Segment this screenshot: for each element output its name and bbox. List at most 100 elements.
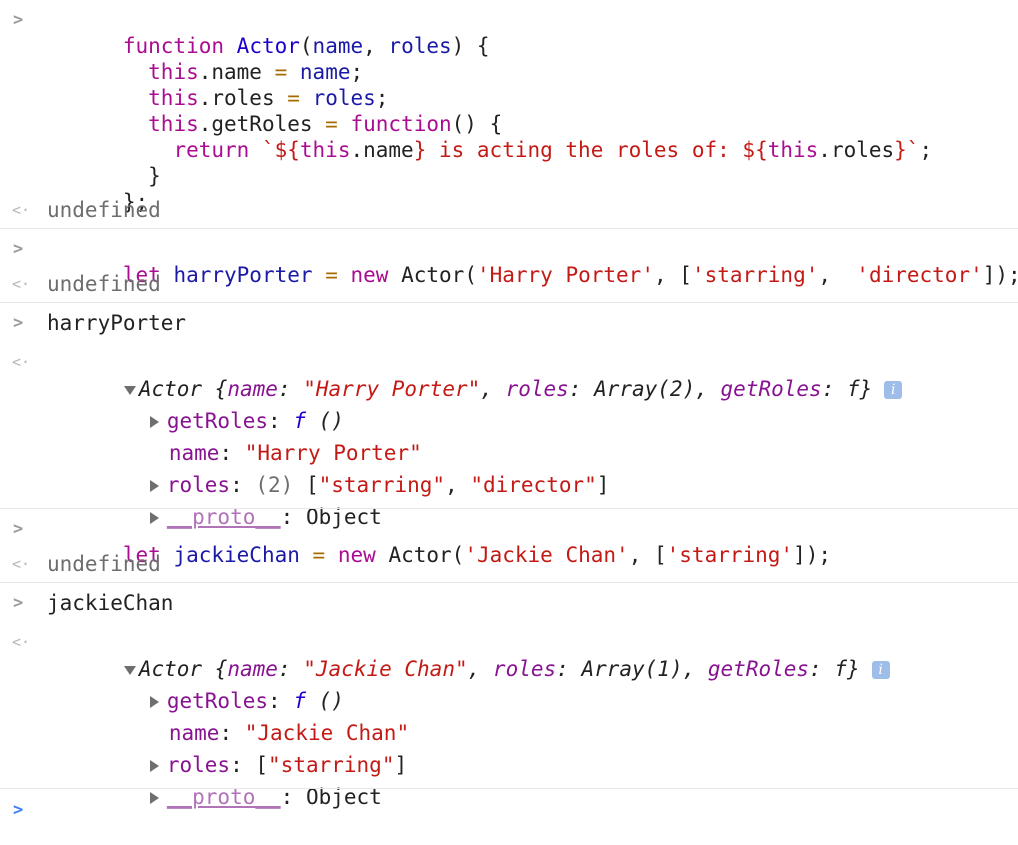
object-property-row[interactable]: __proto__: Object bbox=[74, 758, 382, 809]
code-line[interactable]: return `${this.name} is acting the roles… bbox=[47, 111, 932, 162]
expand-triangle-down-icon[interactable] bbox=[123, 385, 136, 395]
result-value[interactable]: undefined bbox=[47, 552, 161, 576]
code-line[interactable]: this.getRoles = function() { bbox=[47, 85, 502, 136]
keyword-new: new bbox=[337, 543, 376, 567]
console-input[interactable] bbox=[47, 797, 997, 823]
close-brace-semicolon: }; bbox=[122, 190, 149, 214]
info-icon[interactable]: i bbox=[871, 661, 890, 679]
prompt-chevron-icon: > bbox=[13, 239, 24, 259]
code-line[interactable]: function Actor(name, roles) { bbox=[47, 7, 490, 58]
semicolon: ; bbox=[375, 86, 389, 110]
code-line[interactable]: }; bbox=[47, 163, 148, 214]
object-property-row[interactable]: roles: (2) ["starring", "director"] bbox=[74, 446, 609, 497]
object-summary-row[interactable]: Actor {name: "Harry Porter", roles: Arra… bbox=[48, 350, 903, 401]
prompt-chevron-icon: > bbox=[13, 593, 24, 613]
property-key: name bbox=[168, 721, 220, 745]
expand-triangle-right-icon[interactable] bbox=[149, 512, 159, 524]
object-property-row[interactable]: getRoles: f () bbox=[74, 382, 344, 433]
semicolon: ; bbox=[919, 138, 933, 162]
template-close: }` bbox=[894, 138, 920, 162]
console-result-entry: <· undefined bbox=[0, 268, 1018, 302]
expand-triangle-right-icon[interactable] bbox=[149, 792, 159, 804]
operator: = bbox=[274, 60, 288, 84]
variable-name: jackieChan bbox=[173, 543, 300, 567]
array-item: "director" bbox=[470, 473, 597, 497]
operator: = bbox=[325, 112, 338, 136]
array-length: (2) bbox=[255, 473, 294, 497]
summary-key: roles bbox=[505, 377, 569, 401]
object-property-row[interactable]: getRoles: f () bbox=[74, 662, 344, 713]
result-value[interactable]: undefined bbox=[47, 198, 161, 222]
operator: = bbox=[312, 543, 326, 567]
code-line[interactable]: this.name = name; bbox=[47, 33, 363, 84]
prompt-chevron-icon: > bbox=[13, 10, 24, 30]
function-signature: () bbox=[305, 409, 344, 433]
template-open: `${ bbox=[261, 138, 300, 162]
function-signature: () bbox=[305, 689, 344, 713]
object-property-row[interactable]: __proto__: Object bbox=[74, 478, 382, 529]
variable-name: harryPorter bbox=[173, 263, 313, 287]
console-result-entry: <· undefined bbox=[0, 548, 1018, 582]
summary-key: name bbox=[227, 657, 278, 681]
template-expr-open: ${ bbox=[742, 138, 768, 162]
param-name: name bbox=[312, 34, 364, 58]
code-line[interactable]: jackieChan bbox=[47, 591, 174, 615]
code-line[interactable]: this.roles = roles; bbox=[47, 59, 388, 110]
result-value[interactable]: undefined bbox=[47, 272, 161, 296]
object-summary-row[interactable]: Actor {name: "Jackie Chan", roles: Array… bbox=[48, 630, 890, 681]
expand-triangle-right-icon[interactable] bbox=[149, 416, 159, 428]
expand-triangle-down-icon[interactable] bbox=[123, 665, 136, 675]
code-line[interactable]: let harryPorter = new Actor('Harry Porte… bbox=[47, 236, 1018, 287]
info-icon[interactable]: i bbox=[884, 381, 903, 399]
colon: : bbox=[277, 657, 304, 681]
return-arrow-icon: <· bbox=[12, 633, 31, 651]
brace-close: } bbox=[847, 657, 860, 681]
prompt-chevron-icon: > bbox=[13, 800, 24, 820]
summary-value: Array(2) bbox=[594, 377, 696, 401]
colon: : bbox=[568, 377, 595, 401]
code-line[interactable]: } bbox=[47, 137, 161, 188]
summary-key: getRoles bbox=[720, 377, 822, 401]
member: .name bbox=[198, 60, 275, 84]
comma: , bbox=[467, 657, 493, 681]
comma: , bbox=[682, 657, 708, 681]
proto-value: Object bbox=[305, 785, 382, 809]
prompt-chevron-icon: > bbox=[13, 313, 24, 333]
paren: ( bbox=[299, 34, 313, 58]
property-key: roles bbox=[166, 753, 231, 777]
colon: : bbox=[821, 377, 847, 401]
console-input-entry: > let harryPorter = new Actor('Harry Por… bbox=[0, 228, 1018, 287]
console-active-prompt[interactable]: > bbox=[0, 788, 1018, 845]
comma-bracket: , [ bbox=[628, 543, 667, 567]
member: .roles bbox=[818, 138, 895, 162]
code-line[interactable]: harryPorter bbox=[47, 311, 187, 335]
object-property-row[interactable]: name: "Harry Porter" bbox=[168, 441, 422, 465]
keyword-this: this bbox=[299, 138, 351, 162]
object-property-row[interactable]: roles: ["starring"] bbox=[74, 726, 407, 777]
expand-triangle-right-icon[interactable] bbox=[149, 760, 159, 772]
keyword-this: this bbox=[767, 138, 819, 162]
object-property-row[interactable]: name: "Jackie Chan" bbox=[168, 721, 410, 745]
colon: : bbox=[809, 657, 835, 681]
string-arg: 'director' bbox=[856, 263, 983, 287]
object-ctor: Actor bbox=[138, 377, 203, 401]
proto-key: __proto__ bbox=[166, 505, 281, 529]
expand-triangle-right-icon[interactable] bbox=[149, 696, 159, 708]
semicolon: ; bbox=[350, 60, 364, 84]
bracket-open: [ bbox=[293, 473, 319, 497]
expand-triangle-right-icon[interactable] bbox=[149, 480, 159, 492]
keyword-function: function bbox=[350, 112, 452, 136]
console-input-entry: > jackieChan bbox=[0, 582, 1018, 623]
member: .getRoles bbox=[198, 112, 326, 136]
code-line[interactable]: let jackieChan = new Actor('Jackie Chan'… bbox=[47, 516, 831, 567]
property-key: getRoles bbox=[166, 689, 269, 713]
property-value: "Harry Porter" bbox=[244, 441, 422, 465]
param-roles: roles bbox=[388, 34, 452, 58]
brace-open: { bbox=[202, 657, 228, 681]
comma: , bbox=[445, 473, 471, 497]
keyword-let: let bbox=[122, 263, 161, 287]
constructor-name: Actor bbox=[401, 263, 465, 287]
return-arrow-icon: <· bbox=[12, 353, 31, 371]
console-result-entry: <· undefined bbox=[0, 196, 1018, 226]
